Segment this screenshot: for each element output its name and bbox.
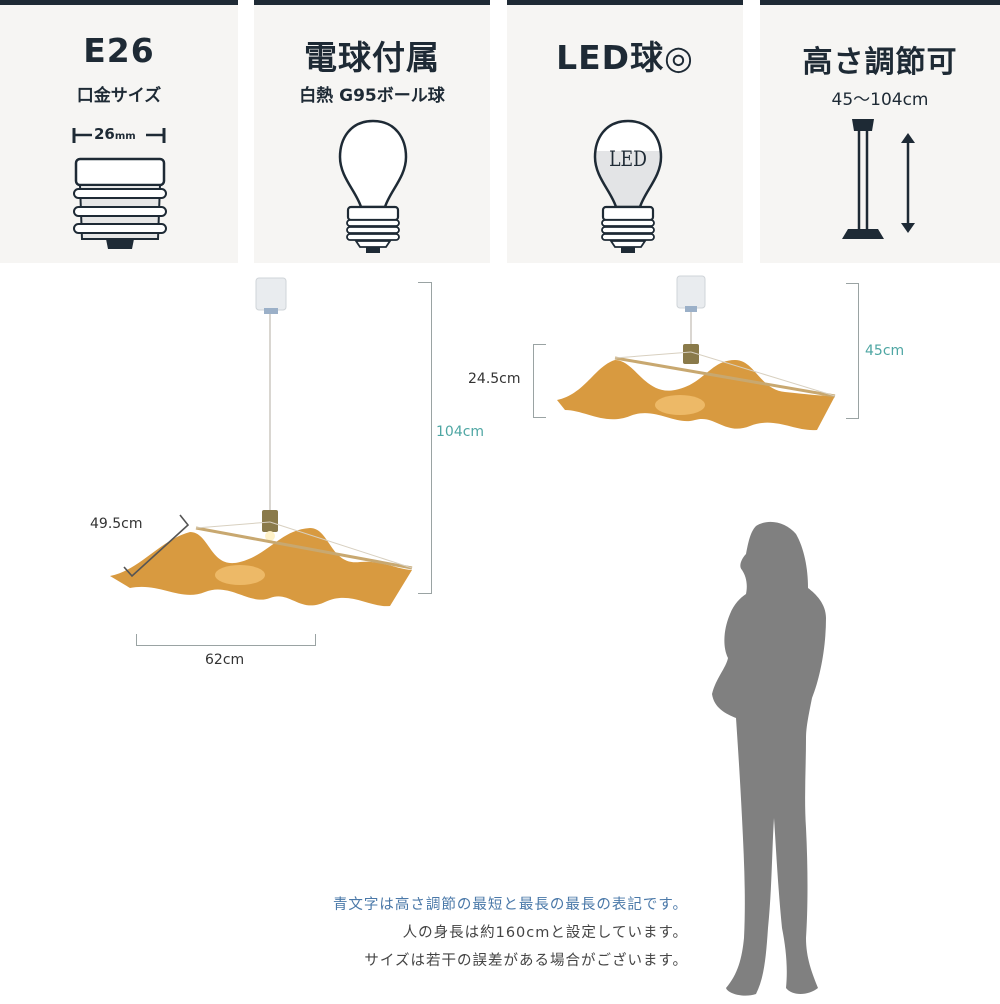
measure-value: 26 (94, 125, 115, 143)
e26-socket-base-icon (72, 157, 167, 253)
dimension-min-height: 45cm (865, 343, 905, 359)
led-bulb-label: LED (609, 147, 647, 171)
human-silhouette-160cm (708, 518, 833, 1004)
panel-subtitle: 白熱 G95ボール球 (299, 86, 445, 106)
height-bracket-max (418, 282, 432, 594)
panel-title: E26 (83, 31, 155, 70)
measure-bar: 26mm (72, 125, 167, 145)
panel-subtitle: 口金サイズ (76, 86, 162, 106)
feature-panel-socket-size: E26 口金サイズ 26mm (0, 0, 238, 263)
dimension-max-height: 104cm (436, 424, 485, 440)
measure-unit: mm (114, 131, 136, 142)
shade-height-bracket (533, 344, 546, 418)
pendant-lamp-max-height-image (100, 270, 430, 634)
adjustable-height-icon (838, 117, 918, 251)
feature-panel-led-compatible: LED球◎ LED (507, 0, 743, 263)
led-bulb-icon: LED (591, 117, 665, 259)
note-size-tolerance: サイズは若干の誤差がある場合がございます。 (364, 953, 688, 969)
height-bracket-min (846, 283, 859, 419)
feature-panel-height-adjustable: 高さ調節可 45～104cm (760, 0, 1000, 263)
feature-panel-bulb-included: 電球付属 白熱 G95ボール球 (254, 0, 490, 263)
pendant-lamp-min-height-image (545, 270, 845, 454)
panel-title: LED球◎ (556, 38, 694, 77)
dimension-depth: 49.5cm (90, 516, 143, 532)
dimension-width: 62cm (205, 652, 245, 668)
incandescent-bulb-icon (336, 117, 410, 259)
panel-title: 高さ調節可 (802, 45, 958, 80)
width-bracket (136, 634, 316, 646)
note-blue-text-legend: 青文字は高さ調節の最短と最長の最長の表記です。 (332, 897, 688, 913)
dimension-shade-height: 24.5cm (468, 371, 521, 387)
note-human-height: 人の身長は約160cmと設定しています。 (402, 925, 688, 941)
panel-subtitle: 45～104cm (831, 90, 929, 110)
panel-title: 電球付属 (304, 38, 440, 77)
depth-bracket (123, 514, 190, 578)
